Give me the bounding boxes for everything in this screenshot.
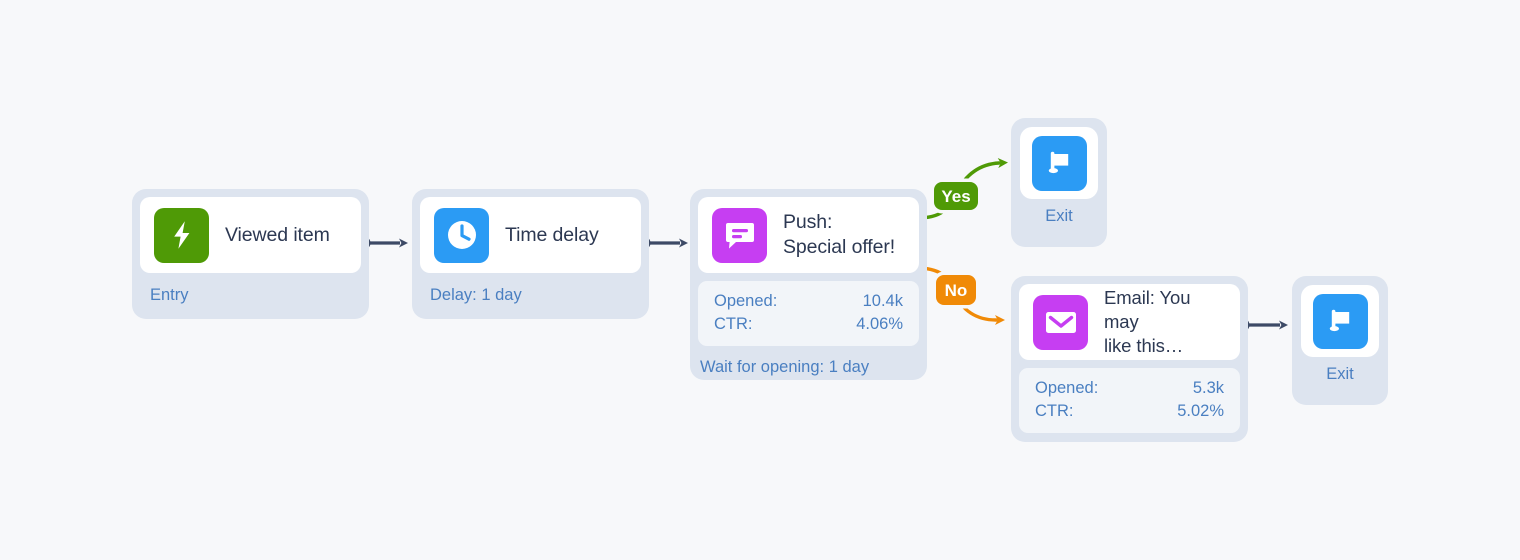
stat-row: CTR: 4.06%	[714, 313, 903, 336]
exit-bottom-label: Exit	[1326, 365, 1354, 383]
stat-label: Opened:	[1035, 379, 1099, 397]
clock-icon	[434, 207, 489, 263]
entry-footer: Entry	[150, 286, 189, 304]
branch-badge-no[interactable]: No	[936, 275, 976, 305]
email-title: Email: You may like this…	[1104, 287, 1191, 356]
push-footer: Wait for opening: 1 day	[700, 358, 870, 376]
stat-label: CTR:	[1035, 402, 1074, 420]
entry-card[interactable]: Viewed item	[140, 197, 361, 273]
push-stats: Opened: 10.4k CTR: 4.06%	[698, 281, 919, 346]
flag-icon	[1031, 135, 1087, 191]
stat-row: Opened: 5.3k	[1035, 377, 1224, 400]
push-title: Push: Special offer!	[783, 211, 896, 258]
time-delay-card[interactable]: Time delay	[420, 197, 641, 273]
node-exit-bottom[interactable]: Exit	[1292, 276, 1388, 405]
node-entry[interactable]: Viewed item Entry	[132, 189, 369, 319]
stat-value: 5.02%	[1177, 402, 1224, 420]
stat-row: Opened: 10.4k	[714, 290, 903, 313]
flag-icon	[1312, 293, 1368, 349]
exit-bottom-chip[interactable]	[1301, 285, 1379, 357]
node-time-delay[interactable]: Time delay Delay: 1 day	[412, 189, 649, 319]
stat-label: CTR:	[714, 315, 753, 333]
stat-row: CTR: 5.02%	[1035, 400, 1224, 423]
time-delay-footer: Delay: 1 day	[430, 286, 522, 304]
exit-top-chip[interactable]	[1020, 127, 1098, 199]
stat-label: Opened:	[714, 292, 778, 310]
entry-title: Viewed item	[225, 223, 330, 246]
push-message-icon	[712, 207, 767, 263]
node-push[interactable]: Push: Special offer! Opened: 10.4k CTR: …	[690, 189, 927, 380]
exit-top-label: Exit	[1045, 207, 1073, 225]
email-stats: Opened: 5.3k CTR: 5.02%	[1019, 368, 1240, 433]
envelope-icon	[1033, 294, 1088, 350]
time-delay-title: Time delay	[505, 223, 599, 246]
lightning-bolt-icon	[154, 207, 209, 263]
stat-value: 4.06%	[856, 315, 903, 333]
stat-value: 5.3k	[1192, 379, 1224, 397]
stat-value: 10.4k	[862, 292, 903, 310]
branch-badge-yes[interactable]: Yes	[934, 182, 978, 210]
push-card[interactable]: Push: Special offer!	[698, 197, 919, 273]
node-exit-top[interactable]: Exit	[1011, 118, 1107, 247]
node-email[interactable]: Email: You may like this… Opened: 5.3k C…	[1011, 276, 1248, 442]
email-card[interactable]: Email: You may like this…	[1019, 284, 1240, 360]
